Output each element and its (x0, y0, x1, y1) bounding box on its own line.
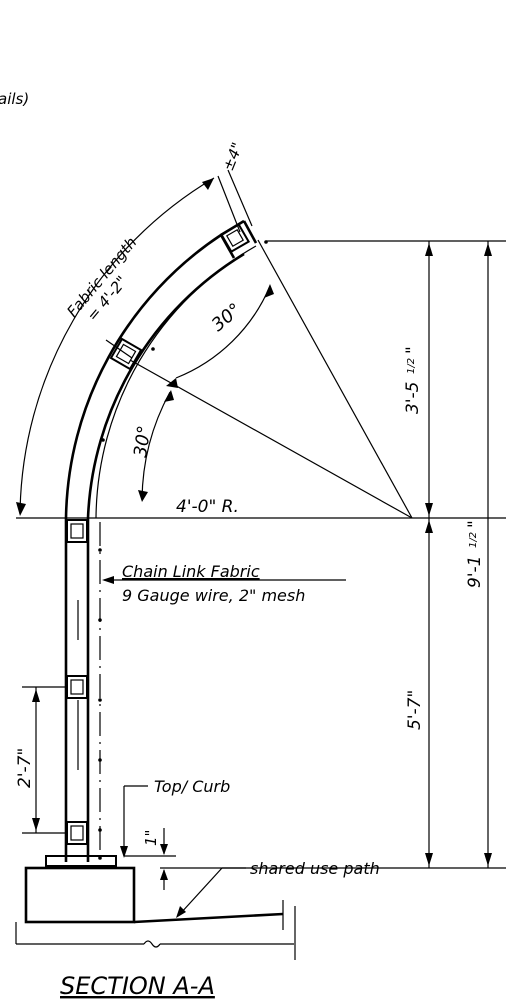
clamp-lower (66, 821, 88, 845)
arrow-head (164, 390, 174, 402)
total-height-unit: " (465, 520, 485, 528)
total-height-label: 9'-1 1/2 " (465, 520, 485, 588)
shared-path-label: shared use path (250, 859, 380, 878)
lower-height-label: 5'-7" (405, 690, 425, 730)
shared-path-surface (133, 900, 296, 960)
leader-lines (102, 576, 346, 918)
curve-clamp-top (219, 222, 251, 254)
angle-lower-label: 30° (130, 424, 155, 459)
angle-arc-upper (175, 285, 271, 379)
rail-spacing-label: 2'-7" (15, 748, 35, 788)
radius-geometry (16, 239, 506, 519)
base-plate (45, 855, 117, 867)
top-curb-label: Top/ Curb (154, 777, 230, 796)
curb-offset-dimension (124, 828, 176, 890)
curve-height-fraction: 1/2 (406, 358, 417, 374)
angle-upper-label: 30° (208, 299, 246, 336)
clamp-upper (66, 519, 88, 543)
section-title: SECTION A-A (60, 972, 215, 1000)
total-height-main: 9'-1 (465, 556, 485, 588)
rail-spacing-dimension (22, 686, 66, 834)
curve-height-unit: " (403, 346, 423, 354)
curb-offset-label: 1" (142, 830, 160, 846)
radius-label: 4'-0" R. (176, 497, 239, 517)
curb (15, 866, 294, 948)
clamp-middle (66, 675, 88, 699)
radius-line-top (257, 239, 413, 519)
curved-post (64, 219, 258, 519)
curve-fabric-line (95, 245, 257, 519)
fabric-length-arc (19, 177, 215, 515)
arrow-head (138, 490, 148, 502)
total-height-fraction: 1/2 (468, 532, 479, 548)
post-outer-edge (64, 233, 222, 519)
fabric-length-dimension (16, 169, 253, 516)
vertical-dimensions (160, 240, 506, 869)
fabric-label-line2: 9 Gauge wire, 2" mesh (122, 586, 305, 605)
post-top-cap-side2 (242, 220, 258, 244)
fabric-label-line1: Chain Link Fabric (122, 562, 260, 581)
curve-height-label: 3'-5 1/2 " (403, 346, 423, 414)
curve-height-main: 3'-5 (403, 382, 423, 414)
arrow-head (166, 378, 178, 388)
header-partial-text: ails) (0, 90, 29, 108)
arrow-head (264, 284, 274, 298)
post-spacing-label: ±4" (219, 140, 247, 174)
